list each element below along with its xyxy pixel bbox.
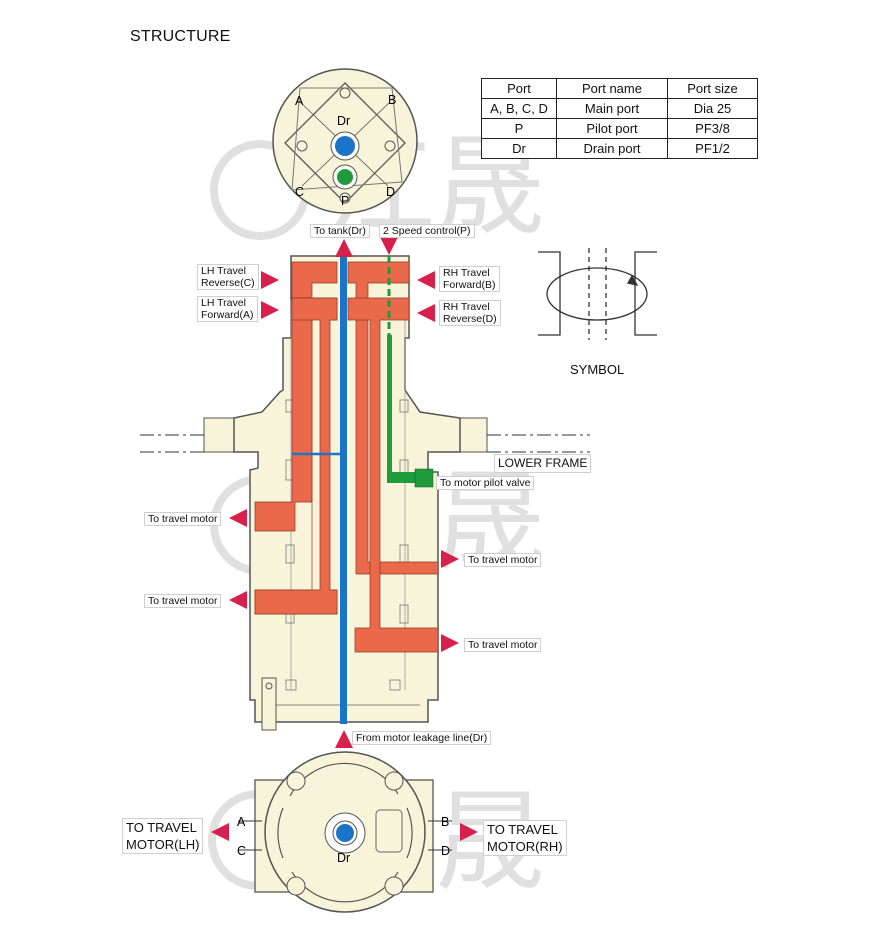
flow-arrows [211, 237, 478, 841]
top-port-b-label: B [388, 93, 396, 107]
rh-forward-line-2: Forward(B) [443, 279, 496, 291]
to-travel-motor-rh-label: TO TRAVEL MOTOR(RH) [483, 820, 567, 856]
rh-motor-line-2: MOTOR(RH) [487, 839, 563, 854]
table-header: Port name [556, 78, 668, 99]
table-cell: PF1/2 [667, 138, 758, 159]
rh-travel-forward-label: RH Travel Forward(B) [439, 266, 500, 292]
table-cell: Drain port [556, 138, 668, 159]
bottom-view: A C B D Dr [237, 751, 452, 913]
top-port-d-label: D [386, 185, 395, 199]
to-travel-motor-label: To travel motor [464, 638, 542, 652]
port-table: Port Port name Port size A, B, C, D Main… [481, 78, 758, 159]
top-view: A B C D Dr P [272, 68, 418, 214]
table-row: A, B, C, D Main port Dia 25 [481, 98, 758, 119]
bottom-port-d-label: D [441, 844, 450, 858]
table-cell: Dr [481, 138, 557, 159]
top-port-dr-label: Dr [337, 114, 350, 128]
table-cell: A, B, C, D [481, 98, 557, 119]
rh-forward-line-1: RH Travel [443, 267, 490, 279]
rh-motor-line-1: TO TRAVEL [487, 822, 558, 837]
bottom-port-a-label: A [237, 815, 246, 829]
to-travel-motor-label: To travel motor [144, 512, 222, 526]
lh-motor-line-2: MOTOR(LH) [126, 837, 200, 852]
to-travel-motor-label: To travel motor [464, 553, 542, 567]
table-row: Dr Drain port PF1/2 [481, 138, 758, 159]
symbol-label: SYMBOL [570, 362, 625, 377]
hydraulic-symbol [538, 248, 657, 340]
rh-travel-reverse-label: RH Travel Reverse(D) [439, 300, 501, 326]
table-row: P Pilot port PF3/8 [481, 118, 758, 139]
bottom-port-dr-label: Dr [337, 851, 350, 865]
lower-frame-label: LOWER FRAME [494, 454, 592, 473]
table-header: Port [481, 78, 557, 99]
motor-pilot-valve-label: To motor pilot valve [436, 476, 535, 490]
bottom-port-c-label: C [237, 844, 246, 858]
to-tank-label: To tank(Dr) [310, 224, 370, 238]
table-header-row: Port Port name Port size [481, 78, 758, 99]
top-port-p-label: P [341, 194, 349, 208]
table-cell: Pilot port [556, 118, 668, 139]
to-travel-motor-label: To travel motor [144, 594, 222, 608]
rh-reverse-line-2: Reverse(D) [443, 313, 497, 325]
table-header: Port size [667, 78, 758, 99]
drain-passage [292, 254, 347, 724]
lh-forward-line-1: LH Travel [201, 297, 246, 309]
rh-reverse-line-1: RH Travel [443, 301, 490, 313]
table-cell: P [481, 118, 557, 139]
bottom-port-b-label: B [441, 815, 449, 829]
top-port-a-label: A [295, 94, 304, 108]
lh-motor-line-1: TO TRAVEL [126, 820, 197, 835]
lh-reverse-line-2: Reverse(C) [201, 277, 255, 289]
page-title: STRUCTURE [130, 28, 231, 45]
pilot-passage [387, 256, 434, 488]
table-cell: Main port [556, 98, 668, 119]
lh-travel-reverse-label: LH Travel Reverse(C) [197, 264, 259, 290]
top-port-c-label: C [295, 185, 304, 199]
table-cell: Dia 25 [667, 98, 758, 119]
oil-passages [254, 261, 439, 653]
motor-leakage-line-label: From motor leakage line(Dr) [352, 731, 492, 745]
table-cell: PF3/8 [667, 118, 758, 139]
to-travel-motor-lh-label: TO TRAVEL MOTOR(LH) [122, 818, 204, 854]
lh-forward-line-2: Forward(A) [201, 309, 254, 321]
lh-reverse-line-1: LH Travel [201, 265, 246, 277]
lh-travel-forward-label: LH Travel Forward(A) [197, 296, 258, 322]
two-speed-control-label: 2 Speed control(P) [379, 224, 475, 238]
